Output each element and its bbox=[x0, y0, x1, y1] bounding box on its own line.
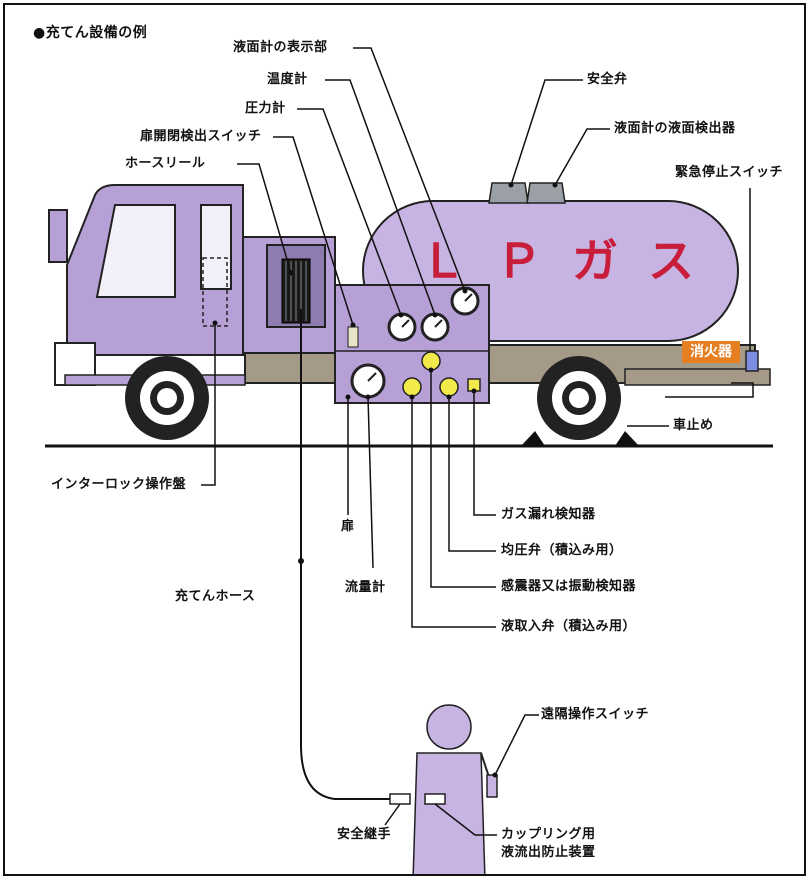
wheel-chock-front bbox=[521, 431, 545, 446]
label-flowmeter: 流量計 bbox=[345, 580, 386, 595]
label-level-display: 液面計の表示部 bbox=[233, 40, 328, 55]
label-thermometer: 温度計 bbox=[267, 72, 308, 87]
label-wheel-chock: 車止め bbox=[673, 418, 714, 433]
level-detector-shape bbox=[526, 182, 566, 204]
label-door: 扉 bbox=[341, 519, 355, 534]
remote-switch-shape bbox=[486, 774, 498, 798]
label-safety-valve: 安全弁 bbox=[587, 72, 628, 87]
coupling-shape bbox=[424, 793, 446, 805]
lp-filling-diagram bbox=[45, 47, 773, 874]
front-wheel bbox=[125, 356, 209, 440]
label-fill-hose: 充てんホース bbox=[175, 589, 256, 604]
liquid-valve-shape bbox=[402, 377, 422, 397]
leader-lines bbox=[201, 47, 754, 836]
label-interlock: インターロック操作盤 bbox=[51, 477, 187, 492]
equalizer-valve-shape bbox=[439, 377, 459, 397]
pressure-gauge-shape bbox=[387, 312, 417, 342]
interlock-panel-shape bbox=[202, 257, 228, 327]
label-coupling-1: カップリング用 bbox=[501, 827, 596, 842]
diagram-frame: ＬＰガス 消火器 ●充てん設備の例 液面計の表示部 温度計 圧力計 扉開閉検出ス… bbox=[3, 3, 806, 876]
label-door-switch: 扉開閉検出スイッチ bbox=[140, 129, 262, 144]
flowmeter-shape bbox=[350, 363, 386, 399]
label-remote-switch: 遠隔操作スイッチ bbox=[541, 707, 650, 722]
seismic-sensor-shape bbox=[421, 351, 441, 371]
label-equalizer-valve: 均圧弁（積込み用） bbox=[501, 543, 623, 558]
label-gas-leak-detector: ガス漏れ検知器 bbox=[501, 507, 596, 522]
level-gauge-shape bbox=[450, 286, 480, 316]
label-liquid-valve: 液取入弁（積込み用） bbox=[501, 619, 637, 634]
label-level-detector: 液面計の液面検出器 bbox=[614, 121, 736, 136]
tank-lp-gas-text: ＬＰガス bbox=[420, 234, 724, 288]
side-mirror bbox=[48, 209, 68, 263]
fill-hose-shape bbox=[300, 309, 395, 800]
label-hose-reel: ホースリール bbox=[125, 156, 206, 171]
label-seismic-sensor: 感震器又は振動検知器 bbox=[501, 579, 637, 594]
fire-extinguisher: 消火器 bbox=[682, 341, 740, 363]
windshield bbox=[95, 204, 176, 298]
label-pressure-gauge: 圧力計 bbox=[245, 101, 286, 116]
wheel-chock-rear bbox=[615, 431, 639, 446]
thermometer-shape bbox=[420, 312, 450, 342]
safety-joint-shape bbox=[389, 793, 411, 805]
emergency-stop-shape bbox=[745, 350, 759, 372]
label-emergency-stop: 緊急停止スイッチ bbox=[675, 165, 784, 180]
side-window bbox=[200, 204, 232, 290]
label-coupling-2: 液流出防止装置 bbox=[501, 845, 596, 860]
truck-cab bbox=[48, 184, 246, 386]
diagram-title: ●充てん設備の例 bbox=[33, 25, 148, 41]
rear-wheel bbox=[537, 356, 621, 440]
operator-figure bbox=[412, 704, 486, 874]
door-switch-shape bbox=[347, 326, 359, 348]
rear-bumper bbox=[624, 368, 771, 386]
label-safety-joint: 安全継手 bbox=[337, 827, 392, 842]
safety-valve-shape bbox=[488, 182, 529, 204]
